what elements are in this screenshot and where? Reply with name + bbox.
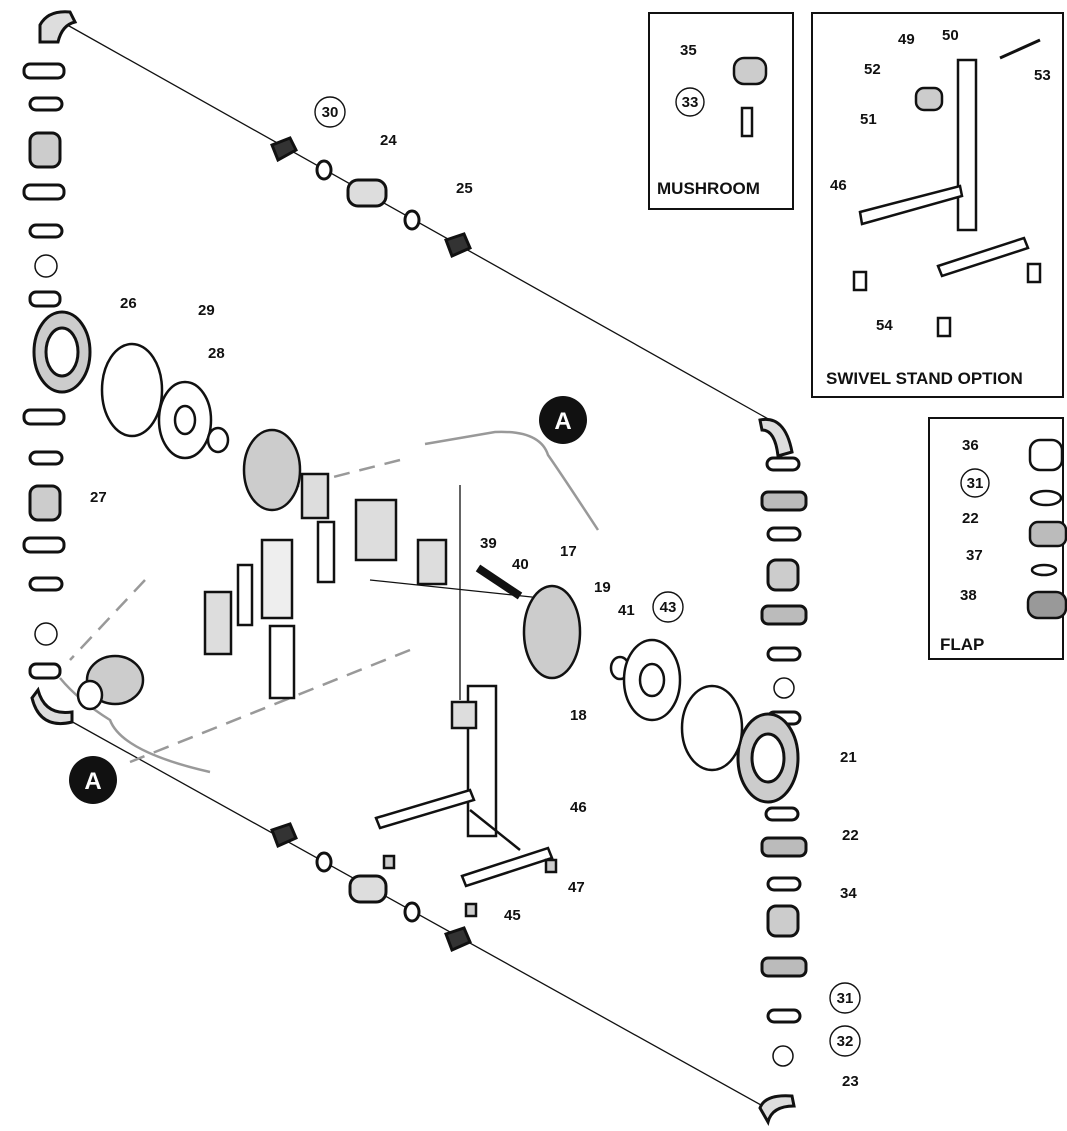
circled-labels	[314, 96, 861, 1057]
flap-caption: FLAP	[940, 635, 984, 654]
label-36: 36	[962, 437, 979, 454]
pump-body-parts	[76, 342, 744, 772]
part-labels: 24 25 26 29 28 27 39 40 17 19 41 18 21 2…	[90, 132, 859, 1090]
label-35: 35	[680, 42, 697, 59]
swivel-caption: SWIVEL STAND OPTION	[826, 369, 1023, 388]
label-54: 54	[876, 317, 893, 334]
label-45: 45	[504, 907, 521, 924]
label-22: 22	[842, 827, 859, 844]
label-31b: 31	[967, 475, 984, 492]
label-33: 33	[682, 94, 699, 111]
label-51: 51	[860, 111, 877, 128]
label-41: 41	[618, 602, 635, 619]
label-47: 47	[568, 879, 585, 896]
label-39: 39	[480, 535, 497, 552]
manifold-pieces	[270, 136, 472, 953]
label-37: 37	[966, 547, 983, 564]
label-23: 23	[842, 1073, 859, 1090]
callout-a-bottom-letter: A	[84, 768, 101, 795]
label-46b: 46	[830, 177, 847, 194]
label-30: 30	[322, 104, 339, 121]
label-29: 29	[198, 302, 215, 319]
mushroom-inset: 35 33 MUSHROOM	[648, 12, 794, 210]
callout-a-bottom: A	[69, 756, 117, 804]
label-53: 53	[1034, 67, 1051, 84]
label-38: 38	[960, 587, 977, 604]
label-26: 26	[120, 295, 137, 312]
label-34: 34	[840, 885, 857, 902]
label-24: 24	[380, 132, 397, 149]
label-22b: 22	[962, 510, 979, 527]
label-18: 18	[570, 707, 587, 724]
label-31: 31	[837, 990, 854, 1007]
mushroom-caption: MUSHROOM	[657, 179, 760, 198]
label-32: 32	[837, 1033, 854, 1050]
callout-a-top: A	[539, 396, 587, 444]
label-43: 43	[660, 599, 677, 616]
label-28: 28	[208, 345, 225, 362]
label-25: 25	[456, 180, 473, 197]
left-manifold-stack	[22, 10, 92, 725]
label-27: 27	[90, 489, 107, 506]
right-manifold-stack	[736, 417, 808, 1126]
label-21: 21	[840, 749, 857, 766]
flap-inset: 36 31 22 37 38 FLAP	[928, 417, 1067, 660]
label-40: 40	[512, 556, 529, 573]
callout-a-top-letter: A	[554, 408, 571, 435]
callout-bracket-a	[59, 430, 600, 774]
label-52: 52	[864, 61, 881, 78]
label-50: 50	[942, 27, 959, 44]
label-19: 19	[594, 579, 611, 596]
label-49: 49	[898, 31, 915, 48]
label-46: 46	[570, 799, 587, 816]
stand	[374, 684, 558, 918]
label-17: 17	[560, 543, 577, 560]
swivel-stand-inset: 49 50 52 53 51 46 54 SWIVEL STAND OPTION	[811, 12, 1064, 398]
